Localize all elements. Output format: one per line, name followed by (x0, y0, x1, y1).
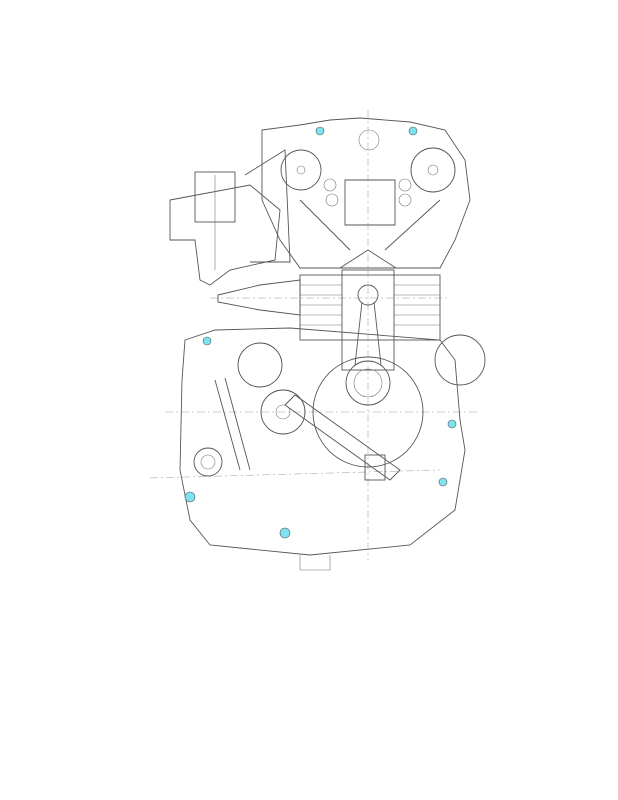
bolt-marker (408, 126, 418, 136)
bolt-marker (279, 527, 291, 539)
bolt-marker (202, 336, 212, 346)
bolt-marker (438, 477, 448, 487)
bolt-marker (184, 491, 196, 503)
cylinder-head (261, 117, 471, 269)
cylinder-barrel (217, 269, 441, 371)
bolt-highlights (184, 126, 457, 539)
carburetor (169, 149, 291, 286)
centerlines (149, 110, 480, 560)
bolt-marker (447, 419, 457, 429)
bolt-marker (315, 126, 325, 136)
crankcase (179, 327, 486, 571)
